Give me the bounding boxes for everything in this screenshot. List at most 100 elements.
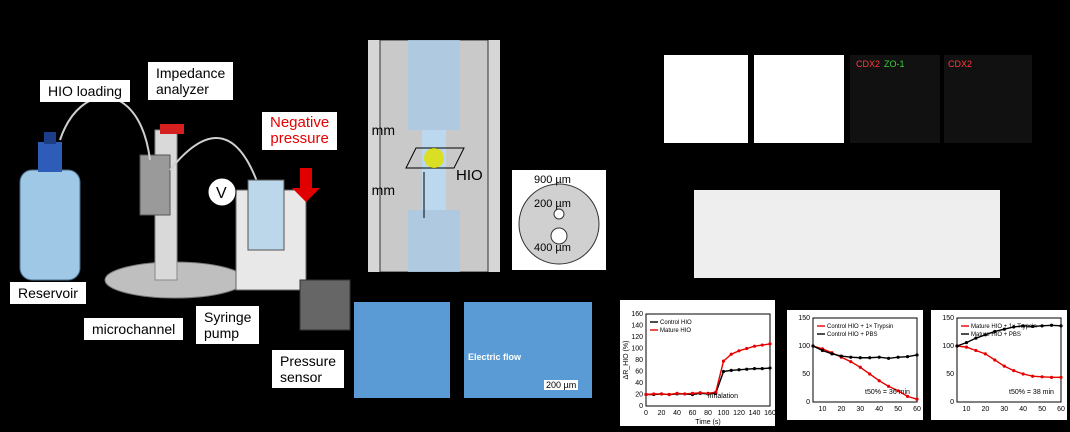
series-point-1: [714, 390, 718, 394]
series-point-1: [877, 355, 881, 359]
x-tick-label: 30: [856, 406, 864, 413]
x-tick-label: 50: [1038, 406, 1046, 413]
microchannel-label: microchannel: [84, 318, 184, 340]
series-point-0: [993, 358, 997, 362]
series-line-0: [812, 345, 918, 400]
setup-illustration: V: [19, 96, 351, 331]
y-tick-label: 50: [946, 371, 954, 378]
y-tick-label: 40: [635, 380, 643, 387]
x-tick-label: 10: [963, 406, 971, 413]
series-point-0: [1012, 369, 1016, 373]
cross-section-panel: 900 µm 200 µm 400 µm: [512, 170, 606, 270]
series-point-1: [683, 392, 687, 396]
series-point-0: [887, 384, 891, 388]
legend-label-1: Mature HIO: [660, 328, 691, 334]
voltmeter-label: V: [216, 185, 227, 202]
chamber-illustration: [379, 40, 489, 272]
series-point-0: [849, 360, 853, 364]
y-tick-label: 0: [806, 399, 810, 406]
series-line-1: [812, 345, 918, 360]
y-tick-label: 100: [798, 343, 810, 350]
series-point-0: [905, 394, 910, 398]
series-point-0: [1040, 375, 1044, 379]
series-point-1: [849, 355, 853, 359]
series-point-1: [1031, 324, 1035, 328]
x-tick-label: 30: [1000, 406, 1008, 413]
dim-top: 5 mm: [360, 122, 395, 138]
x-tick-label: 20: [837, 406, 845, 413]
hole-top-diameter: 200 µm: [534, 198, 571, 210]
series-point-1: [1049, 323, 1054, 327]
series-point-0: [877, 379, 881, 383]
series-point-0: [896, 389, 900, 393]
series-point-0: [768, 366, 772, 370]
series-point-1: [1012, 325, 1016, 329]
y-tick-label: 80: [635, 357, 643, 364]
legend-label-0: Control HIO + 1× Trypsin: [827, 324, 893, 330]
x-axis-label: Time (s): [695, 419, 720, 426]
series-point-1: [745, 346, 749, 351]
x-tick-label: 60: [913, 406, 921, 413]
y-tick-label: 50: [802, 371, 810, 378]
y-tick-label: 150: [942, 315, 954, 322]
series-point-0: [1059, 375, 1063, 379]
legend-label-0: Control HIO: [660, 320, 692, 326]
series-point-1: [644, 392, 648, 397]
series-point-1: [652, 392, 656, 396]
series-point-1: [760, 343, 764, 347]
series-point-1: [915, 353, 919, 357]
x-tick-label: 160: [764, 410, 775, 417]
x-tick-label: 50: [894, 406, 902, 413]
series-point-0: [915, 397, 919, 401]
series-point-1: [905, 355, 910, 359]
hio-image-1: [664, 55, 748, 143]
y-tick-label: 100: [631, 346, 643, 353]
series-point-0: [858, 365, 862, 369]
series-point-1: [659, 392, 664, 396]
series-point-1: [964, 341, 969, 345]
series-point-0: [729, 368, 733, 372]
y-tick-label: 100: [942, 343, 954, 350]
zoom-scale-label: 200 µm: [544, 380, 579, 390]
dim-bottom: 6 mm: [360, 182, 395, 198]
y-tick-label: 20: [635, 392, 643, 399]
hio-loading-label: HIO loading: [40, 80, 130, 102]
stain-image-2: CDX2: [944, 55, 1032, 143]
series-point-1: [811, 344, 815, 348]
stain-image-1: CDX2 ZO-1: [850, 55, 940, 143]
electric-flow-label: Electric flow: [468, 352, 522, 362]
series-point-1: [887, 356, 891, 360]
x-tick-label: 0: [644, 410, 648, 417]
hole-bottom-diameter: 400 µm: [534, 242, 571, 254]
x-tick-label: 100: [718, 410, 730, 417]
series-point-1: [1059, 324, 1063, 328]
x-tick-label: 40: [673, 410, 681, 417]
plot-frame: [812, 317, 918, 403]
chart-annotation: inhalation: [708, 393, 738, 400]
x-tick-label: 40: [875, 406, 883, 413]
series-point-1: [1040, 324, 1044, 328]
series-point-1: [768, 342, 772, 346]
series-point-0: [752, 367, 757, 371]
outer-diameter: 900 µm: [534, 174, 571, 186]
series-point-0: [964, 345, 969, 349]
plot-frame: [645, 313, 771, 407]
series-point-0: [1021, 372, 1025, 376]
series-point-1: [830, 352, 834, 356]
series-point-1: [729, 352, 733, 356]
channel-zoom-b: Electric flow 200 µm: [464, 302, 592, 398]
series-point-0: [974, 348, 978, 353]
x-tick-label: 120: [733, 410, 745, 417]
y-tick-label: 0: [950, 399, 954, 406]
series-point-0: [983, 352, 987, 356]
series-point-0: [868, 372, 872, 376]
y-tick-label: 150: [798, 315, 810, 322]
y-axis-label: ΔR_HIO (%): [623, 341, 630, 380]
legend-label-0: Mature HIO + 1× Trypsin: [971, 324, 1037, 330]
